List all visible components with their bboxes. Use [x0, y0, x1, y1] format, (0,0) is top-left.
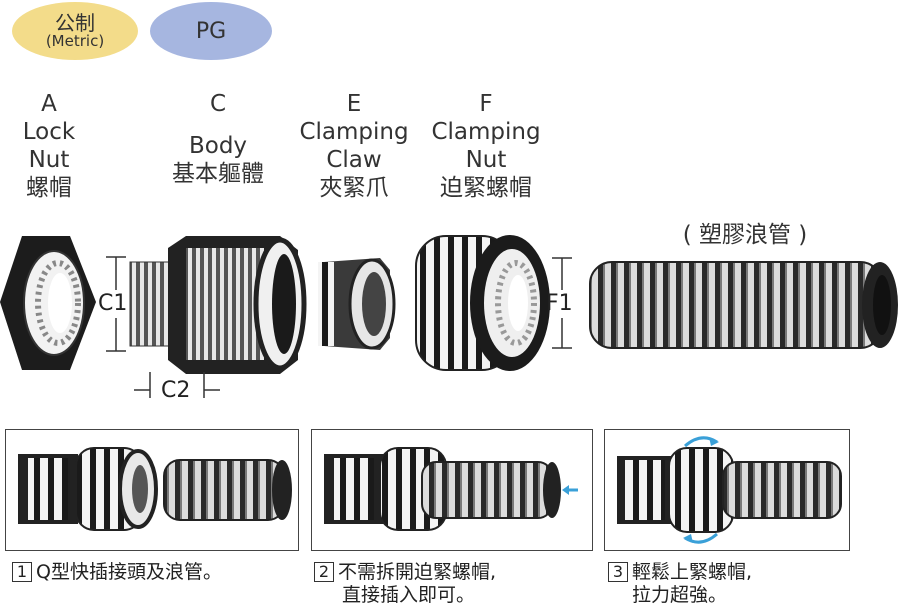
- part-name-cn: 螺帽: [26, 175, 72, 201]
- part-letter: A: [41, 91, 57, 117]
- pg-badge-label: PG: [195, 18, 227, 44]
- step-3-text-2: 拉力超強。: [632, 584, 728, 606]
- part-letter: F: [479, 91, 493, 117]
- metric-badge-en: (Metric): [45, 32, 105, 50]
- part-name-en: Nut: [465, 147, 507, 173]
- step-1-illustration: [18, 447, 292, 531]
- step-2-caption-line2: 直接插入即可。: [342, 584, 475, 606]
- part-name-en: Body: [188, 133, 248, 159]
- step-1-number: 1: [12, 562, 32, 582]
- part-name-en: Lock: [22, 119, 76, 145]
- part-name-cn: 基本軀體: [172, 161, 264, 187]
- step-1-image: [5, 429, 299, 551]
- part-letter: E: [346, 91, 362, 117]
- conduit-shape: [589, 261, 898, 349]
- part-name-en: Nut: [28, 147, 70, 173]
- f1-label: F1: [546, 291, 573, 316]
- body-shape: [129, 236, 307, 374]
- lock-nut-shape: [0, 236, 96, 370]
- conduit-label: ( 塑膠浪管 ): [660, 221, 830, 249]
- step-2-image: [311, 429, 593, 551]
- conduit-label-text: ( 塑膠浪管 ): [682, 222, 808, 248]
- step-3-illustration: [617, 436, 842, 544]
- part-name-cn: 迫緊螺帽: [440, 175, 532, 201]
- clamping-nut-shape: [415, 235, 550, 371]
- step-3-number: 3: [608, 562, 628, 582]
- parts-illustration: [0, 235, 898, 398]
- clamping-claw-shape: [318, 258, 396, 350]
- c1-dimension: [106, 256, 126, 352]
- c2-label: C2: [161, 378, 191, 403]
- part-name-cn: 夾緊爪: [319, 175, 389, 201]
- c1-label: C1: [98, 291, 128, 316]
- step-2-text: 不需拆開迫緊螺帽,: [338, 561, 497, 583]
- part-label-clamping-claw: E Clamping Claw 夾緊爪: [290, 90, 418, 202]
- part-name-en: Clamping: [299, 119, 409, 145]
- c2-dimension: [134, 372, 220, 398]
- step-2-number: 2: [314, 562, 334, 582]
- step-3-text: 輕鬆上緊螺帽,: [632, 561, 753, 583]
- part-label-body: C Body 基本軀體: [158, 90, 278, 188]
- part-name-en: Clamping: [431, 119, 541, 145]
- metric-badge-cn: 公制: [55, 11, 95, 35]
- part-letter: C: [209, 91, 227, 117]
- step-3-image: [604, 429, 850, 551]
- part-name-en: Claw: [326, 147, 382, 173]
- part-label-lock-nut: A Lock Nut 螺帽: [14, 90, 84, 202]
- metric-badge: 公制 (Metric): [12, 2, 138, 60]
- step-2-text-2: 直接插入即可。: [342, 584, 476, 606]
- part-label-clamping-nut: F Clamping Nut 迫緊螺帽: [422, 90, 550, 202]
- step-3-caption-line2: 拉力超強。: [632, 584, 727, 606]
- f1-dimension: [552, 257, 572, 349]
- step-2-illustration: [324, 447, 578, 531]
- step-1-text: Q型快插接頭及浪管。: [36, 561, 222, 583]
- pg-badge: PG: [150, 2, 272, 60]
